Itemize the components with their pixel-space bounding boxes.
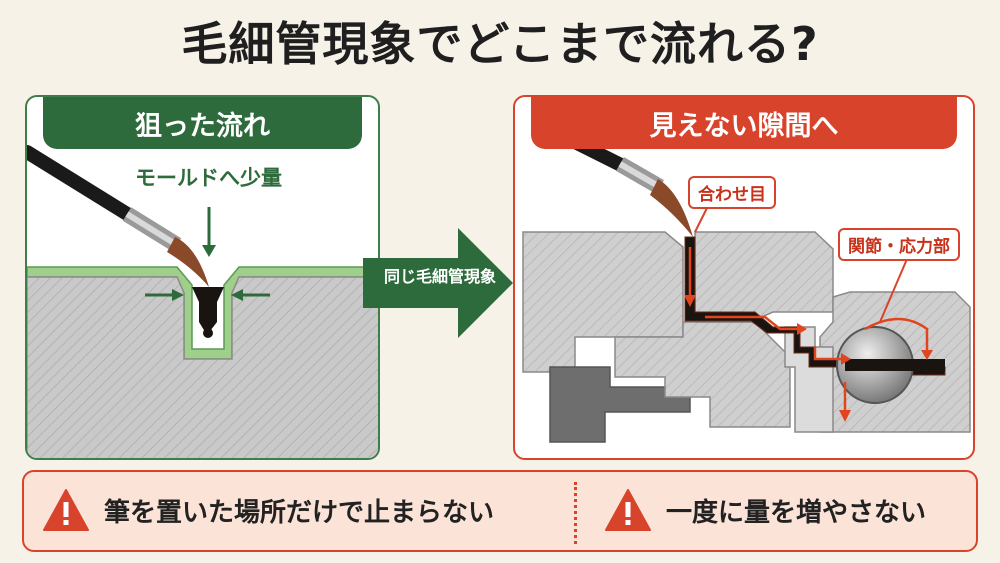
warning-icon [605,489,651,531]
seam-callout: 合わせ目 [688,176,776,209]
mold-label: モールドへ少量 [135,166,282,190]
warning-icon [43,489,89,531]
warning-item: 筆を置いた場所だけで止まらない [42,488,494,532]
ink-drop [203,328,213,338]
joint-callout: 関節・応力部 [838,228,960,261]
hidden-gap-heading: 見えない隙間へ [531,97,957,149]
ink-in-groove [192,287,224,335]
warning-item: 一度に量を増やさない [604,488,926,532]
warning-text: 一度に量を増やさない [666,497,927,528]
intended-flow-heading: 狙った流れ [43,97,362,149]
page-title: 毛細管現象でどこまで流れる? [181,17,819,71]
brush-icon [27,145,209,287]
flow-arrow-icon [688,247,929,412]
warning-text: 筆を置いた場所だけで止まらない [104,497,495,528]
joint-ink-ring [845,359,945,371]
intended-flow-panel: 狙った流れ [25,95,380,460]
transition-arrow-icon [363,228,513,338]
intended-flow-illustration [27,145,378,458]
upper-right-part [694,231,834,323]
warning-bar: 筆を置いた場所だけで止まらない 一度に量を増やさない [22,470,978,552]
model-base [27,276,378,458]
hidden-gap-panel: 見えない隙間へ [513,95,975,460]
inward-arrow-icon [145,289,270,301]
joint-leader [879,251,911,323]
warning-divider [574,482,577,544]
hidden-gap-illustration [522,120,971,443]
flow-arrowheads [684,295,933,422]
lower-middle-part [614,321,791,428]
transition-label: 同じ毛細管現象 [383,267,496,286]
dark-inner-part [549,366,691,443]
down-arrow-icon [202,207,216,257]
